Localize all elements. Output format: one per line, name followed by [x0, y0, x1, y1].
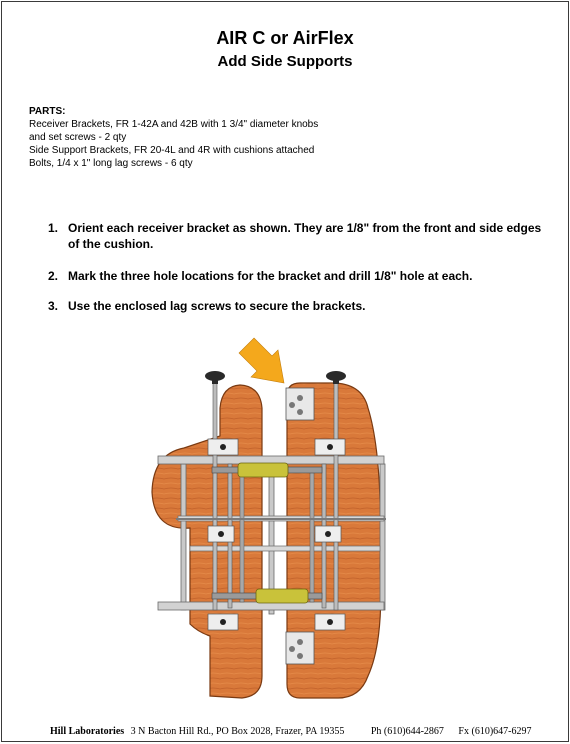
parts-heading: PARTS: — [29, 106, 66, 117]
knob-icon — [205, 371, 225, 381]
step-text: Use the enclosed lag screws to secure th… — [68, 299, 366, 313]
step-item: 3. Use the enclosed lag screws to secure… — [48, 298, 553, 314]
page-subtitle: Add Side Supports — [217, 53, 353, 70]
parts-line: Side Support Brackets, FR 20-4L and 4R w… — [29, 145, 315, 156]
step-number: 2. — [48, 269, 59, 283]
instruction-steps: 1. Orient each receiver bracket as shown… — [48, 220, 553, 314]
company-address: 3 N Bacton Hill Rd., PO Box 2028, Frazer… — [130, 726, 345, 737]
step-text: Orient each receiver bracket as shown. T… — [68, 221, 542, 251]
step-number: 1. — [48, 221, 59, 235]
step-item: 2. Mark the three hole locations for the… — [48, 268, 553, 284]
company-fax: Fx (610)647-6297 — [458, 726, 532, 737]
company-phone: Ph (610)644-2867 — [370, 726, 444, 737]
step-text: Mark the three hole locations for the br… — [68, 269, 473, 283]
parts-line: Receiver Brackets, FR 1-42A and 42B with… — [29, 119, 319, 130]
footer: Hill Laboratories 3 N Bacton Hill Rd., P… — [50, 726, 532, 737]
arrow-icon — [238, 337, 285, 384]
receiver-bracket — [285, 631, 315, 665]
assembly-diagram — [151, 337, 386, 699]
left-cushion — [151, 384, 263, 699]
parts-list: PARTS: Receiver Brackets, FR 1-42A and 4… — [29, 105, 318, 170]
parts-line: and set screws - 2 qty — [29, 132, 127, 143]
gas-cylinder — [237, 462, 289, 478]
gas-cylinder — [255, 588, 309, 604]
step-number: 3. — [48, 299, 59, 313]
step-item: 1. Orient each receiver bracket as shown… — [48, 220, 553, 252]
page-title: AIR C or AirFlex — [216, 28, 354, 48]
parts-line: Bolts, 1/4 x 1" long lag screws - 6 qty — [29, 158, 193, 169]
company-name: Hill Laboratories — [50, 726, 125, 737]
knob-icon — [326, 371, 346, 381]
receiver-bracket — [285, 387, 315, 421]
